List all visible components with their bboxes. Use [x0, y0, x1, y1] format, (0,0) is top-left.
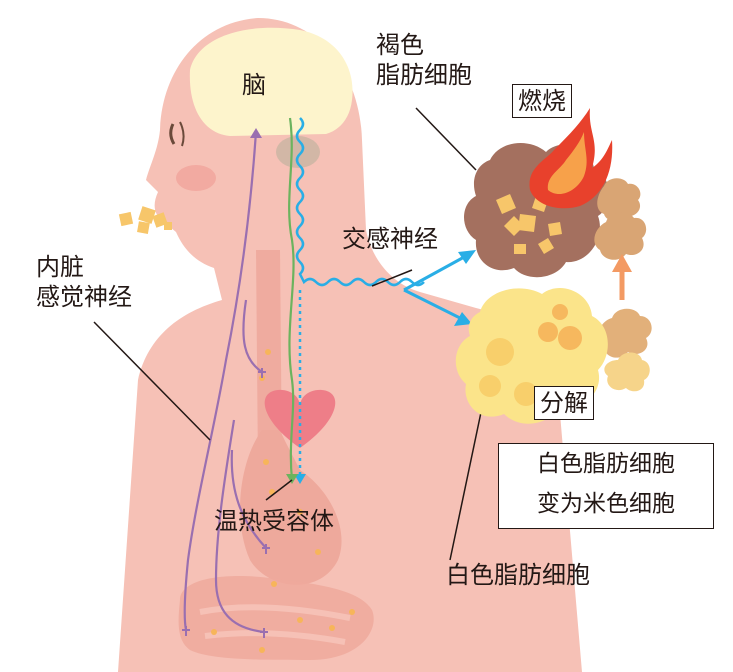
- arrowhead-white: [454, 312, 472, 326]
- visceral-sensory-nerves: [183, 131, 267, 634]
- leader-brown: [415, 107, 477, 171]
- note-line-1: 白色脂肪细胞: [537, 451, 675, 477]
- beige-cell-3: [598, 308, 652, 358]
- arrowhead-brown: [458, 250, 476, 264]
- burn-label: 燃烧: [512, 84, 572, 118]
- leader-white: [449, 397, 485, 561]
- note-line-2: 变为米色细胞: [537, 491, 675, 517]
- arrow-up-head: [612, 254, 632, 272]
- brown-fat-label: 褐色 脂肪细胞: [376, 31, 472, 89]
- beige-cell-2: [594, 212, 647, 260]
- arrow-to-white: [403, 288, 461, 320]
- sympathetic-nerve: [295, 117, 425, 287]
- beige-cell-4: [604, 352, 650, 392]
- sympathetic-label: 交感神经: [342, 225, 438, 253]
- green-nerve: [288, 117, 295, 481]
- green-arrowhead: [286, 474, 298, 484]
- sympathetic-arrowhead-down: [294, 474, 306, 484]
- cheek: [176, 165, 216, 191]
- intestine-fold: [199, 604, 351, 621]
- leader-sensory: [93, 321, 211, 441]
- note-box: 白色脂肪细胞 变为米色细胞: [498, 443, 714, 529]
- white-fat-droplets: [479, 304, 582, 406]
- nerve-endings: [182, 368, 270, 638]
- flame-inner: [547, 132, 587, 195]
- arrow-to-brown: [403, 254, 467, 292]
- brain-label: 脑: [242, 71, 266, 99]
- leader-receptor: [265, 479, 293, 501]
- food-crumbs: [118, 206, 172, 234]
- intestine-fold-2: [204, 630, 346, 645]
- visceral-sensory-label: 内脏 感觉神经: [36, 253, 132, 311]
- decompose-label: 分解: [534, 386, 594, 420]
- white-fat-label: 白色脂肪细胞: [446, 561, 590, 589]
- brown-fat-droplets: [496, 194, 562, 254]
- body-silhouette: [118, 18, 582, 672]
- food-particles: [211, 349, 355, 653]
- eye: [169, 123, 176, 145]
- leader-sympathetic: [371, 269, 413, 287]
- eyebrow: [179, 121, 185, 147]
- hypothalamus: [276, 136, 320, 168]
- sensory-arrowhead: [250, 128, 262, 138]
- beige-cell-1: [597, 178, 641, 222]
- brain: [189, 27, 353, 136]
- thermo-receptor-label: 温热受容体: [214, 507, 334, 535]
